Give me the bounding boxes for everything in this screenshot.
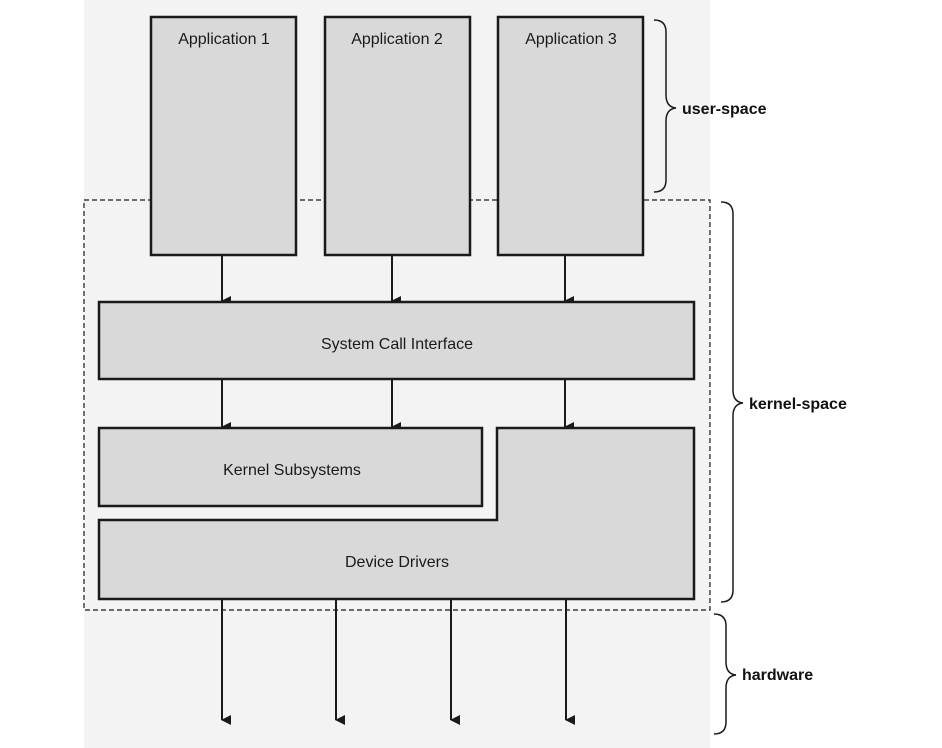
device-drivers-label: Device Drivers [345,554,449,571]
system-call-interface-label: System Call Interface [321,336,473,353]
application-2-label: Application 2 [351,31,443,48]
kernel-space-brace [720,201,744,603]
hardware-brace [713,613,737,735]
user-space-label: user-space [682,101,767,118]
syscall-to-kernel-arrows [221,380,574,432]
kernel-subsystems-label: Kernel Subsystems [223,462,361,479]
system-call-interface-box: System Call Interface [97,300,696,381]
application-3-label: Application 3 [525,31,617,48]
application-1-label: Application 1 [178,31,270,48]
drivers-to-hardware-arrows [221,600,575,725]
kernel-subsystems-box: Kernel Subsystems [97,426,484,508]
kernel-space-label: kernel-space [749,396,847,413]
application-1-box: Application 1 [149,15,298,257]
hardware-label: hardware [742,667,813,684]
application-3-box: Application 3 [496,15,645,257]
app-to-syscall-arrows [221,256,574,306]
application-2-box: Application 2 [323,15,472,257]
user-space-brace [653,19,677,193]
device-drivers-box: Device Drivers [97,426,696,601]
